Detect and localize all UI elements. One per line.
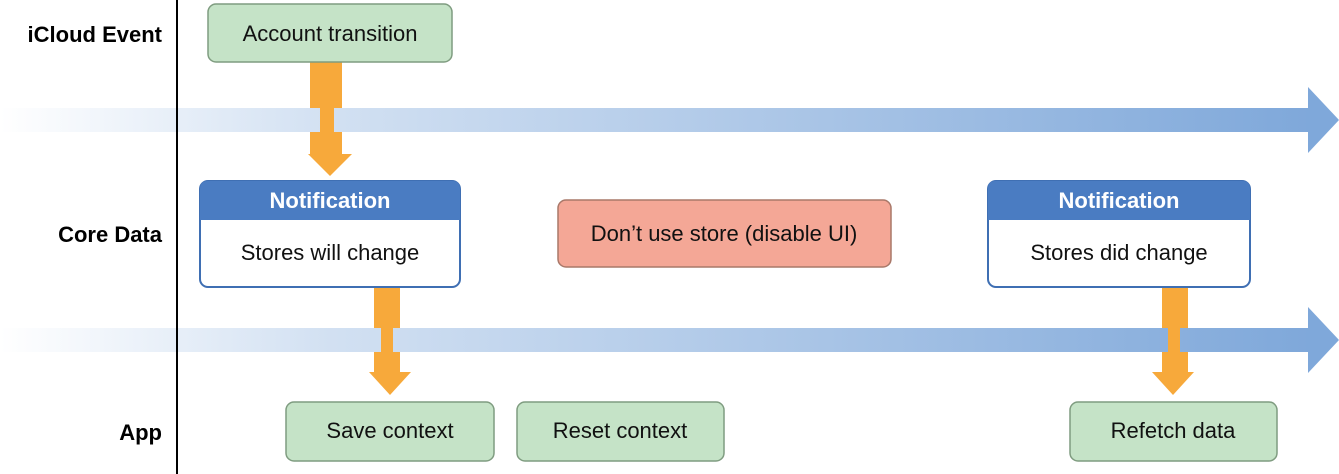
lane-label-coredata: Core Data xyxy=(58,222,163,247)
account-transition-label: Account transition xyxy=(243,21,418,46)
notification-will-change-header: Notification xyxy=(270,188,391,213)
notification-will-change-body: Stores will change xyxy=(241,240,420,265)
flow-arrow-did-change-to-refetch xyxy=(1152,286,1194,395)
account-transition-box: Account transition xyxy=(207,3,453,63)
refetch-data-label: Refetch data xyxy=(1111,418,1237,443)
notification-did-change-header: Notification xyxy=(1059,188,1180,213)
save-context-box: Save context xyxy=(285,401,495,462)
notification-did-change-body: Stores did change xyxy=(1030,240,1207,265)
timeline-arrow-upper xyxy=(0,87,1339,153)
notification-did-change: Notification Stores did change xyxy=(987,180,1251,288)
timeline-arrow-lower xyxy=(0,307,1339,373)
reset-context-label: Reset context xyxy=(553,418,688,443)
lane-label-app: App xyxy=(119,420,162,445)
notification-will-change: Notification Stores will change xyxy=(199,180,461,288)
dont-use-store-box: Don’t use store (disable UI) xyxy=(557,199,892,268)
flow-arrow-transition-to-will-change xyxy=(308,58,352,176)
dont-use-store-label: Don’t use store (disable UI) xyxy=(591,221,858,246)
flow-arrow-will-change-to-save xyxy=(369,286,411,395)
lane-label-icloud: iCloud Event xyxy=(28,22,163,47)
reset-context-box: Reset context xyxy=(516,401,725,462)
save-context-label: Save context xyxy=(326,418,453,443)
refetch-data-box: Refetch data xyxy=(1069,401,1278,462)
